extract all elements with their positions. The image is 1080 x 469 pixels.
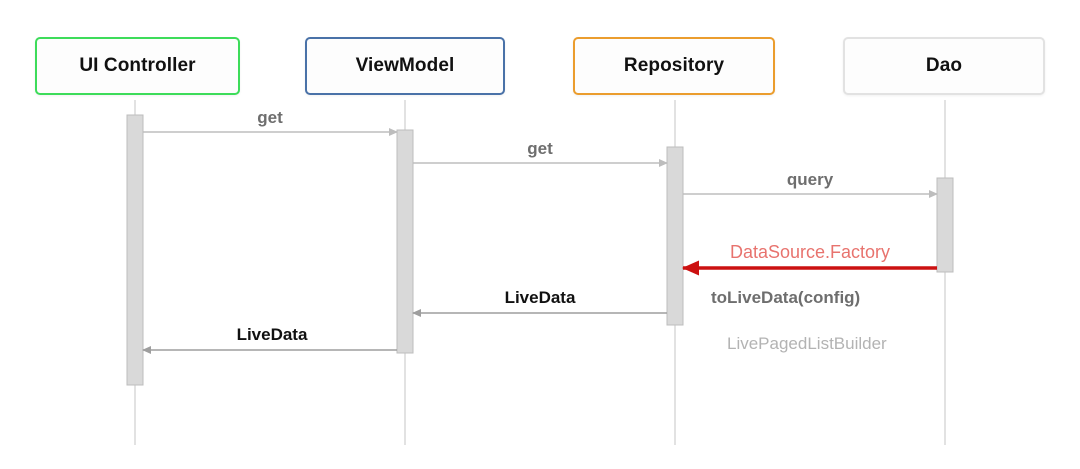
activation-bar-repository bbox=[666, 146, 684, 326]
actor-label-repository: Repository bbox=[623, 55, 725, 76]
actor-box-dao[interactable]: Dao bbox=[843, 37, 1045, 95]
actor-box-ui-controller[interactable]: UI Controller bbox=[35, 37, 240, 95]
message-label-msg-livedata-1: LiveData bbox=[504, 288, 576, 307]
actor-label-dao: Dao bbox=[925, 55, 963, 76]
message-label-msg-get-2: get bbox=[527, 139, 553, 158]
actor-box-viewmodel[interactable]: ViewModel bbox=[305, 37, 505, 95]
actor-label-viewmodel: ViewModel bbox=[355, 55, 455, 76]
note-note-tolivedata: toLiveData(config) bbox=[711, 288, 861, 307]
message-label-msg-get-1: get bbox=[257, 108, 283, 127]
activation-bar-ui-controller bbox=[126, 114, 144, 386]
activation-bar-viewmodel bbox=[396, 129, 414, 354]
activations-layer bbox=[126, 114, 954, 386]
actor-label-ui-controller: UI Controller bbox=[79, 55, 196, 76]
activation-bar-dao bbox=[936, 177, 954, 273]
messages-layer bbox=[142, 128, 938, 354]
message-label-msg-query: query bbox=[786, 170, 834, 189]
note-note-livepagedlistbuilder: LivePagedListBuilder bbox=[727, 334, 887, 353]
message-label-msg-datasource-factory: DataSource.Factory bbox=[729, 242, 891, 262]
message-label-msg-livedata-2: LiveData bbox=[236, 325, 308, 344]
actor-box-repository[interactable]: Repository bbox=[573, 37, 775, 95]
